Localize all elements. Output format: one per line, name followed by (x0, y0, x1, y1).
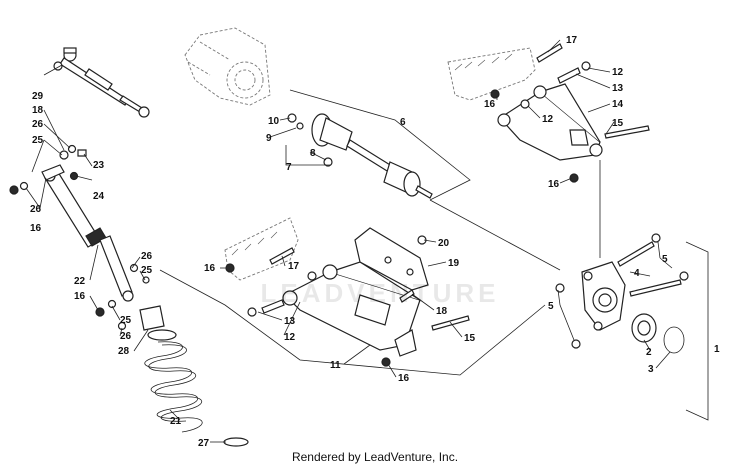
callout-10: 10 (268, 116, 280, 127)
upper-a-arm (497, 83, 603, 161)
callout-12: 12 (284, 332, 296, 343)
snap-ring (663, 326, 685, 354)
callout-13: 13 (284, 316, 296, 327)
callout-12: 12 (612, 67, 624, 78)
callout-5: 5 (662, 254, 668, 265)
frame-outline-top (184, 27, 271, 106)
callout-25: 25 (120, 315, 132, 326)
callout-24: 24 (93, 191, 105, 202)
callout-14: 14 (612, 99, 624, 110)
leader-lines (25, 39, 709, 443)
shock-absorber (41, 164, 134, 302)
callout-5: 5 (548, 301, 554, 312)
callout-25: 25 (141, 265, 153, 276)
callout-1: 1 (714, 344, 720, 355)
callout-3: 3 (648, 364, 654, 375)
callout-16: 16 (398, 373, 410, 384)
callout-26: 26 (141, 251, 153, 262)
lower-a-arm (282, 261, 421, 357)
footer-credit: Rendered by LeadVenture, Inc. (291, 450, 459, 464)
callout-18: 18 (32, 105, 44, 116)
callout-15: 15 (612, 118, 624, 129)
knuckle-hardware (555, 233, 689, 349)
callout-8: 8 (310, 148, 316, 159)
callout-21: 21 (170, 416, 182, 427)
callout-4: 4 (634, 268, 640, 279)
callout-17: 17 (566, 35, 578, 46)
callout-16: 16 (74, 291, 86, 302)
cv-axle-assembly (287, 113, 433, 199)
steering-knuckle (581, 261, 626, 331)
callout-17: 17 (288, 261, 300, 272)
skid-plate (354, 227, 429, 291)
callout-28: 28 (118, 346, 130, 357)
tie-rod-assembly (53, 47, 150, 118)
callout-16: 16 (484, 99, 496, 110)
callout-16: 16 (30, 223, 42, 234)
callout-27: 27 (198, 438, 210, 449)
watermark: LEADVENTURE (260, 278, 500, 308)
callout-22: 22 (74, 276, 86, 287)
callout-16: 16 (204, 263, 216, 274)
callout-16: 16 (548, 179, 560, 190)
upper-arm-hardware (490, 43, 650, 183)
callout-20: 20 (438, 238, 450, 249)
callout-19: 19 (448, 258, 460, 269)
callout-26: 26 (32, 119, 44, 130)
callout-13: 13 (612, 83, 624, 94)
callout-6: 6 (400, 117, 406, 128)
callout-26: 26 (120, 331, 132, 342)
callout-9: 9 (266, 133, 272, 144)
frame-outline-upper-right (447, 47, 536, 101)
callout-29: 29 (32, 91, 44, 102)
callout-23: 23 (93, 160, 105, 171)
callout-7: 7 (286, 162, 292, 173)
callout-25: 25 (32, 135, 44, 146)
wheel-bearing (631, 313, 657, 343)
callout-2: 2 (646, 347, 652, 358)
callout-11: 11 (330, 360, 341, 371)
callout-26: 26 (30, 204, 42, 215)
callout-12: 12 (542, 114, 554, 125)
callout-18: 18 (436, 306, 448, 317)
callout-labels: 29 18 26 25 23 24 26 16 22 26 25 16 25 2… (30, 35, 720, 449)
spring-assembly (139, 305, 249, 447)
shock-hardware (9, 144, 150, 331)
callout-15: 15 (464, 333, 476, 344)
